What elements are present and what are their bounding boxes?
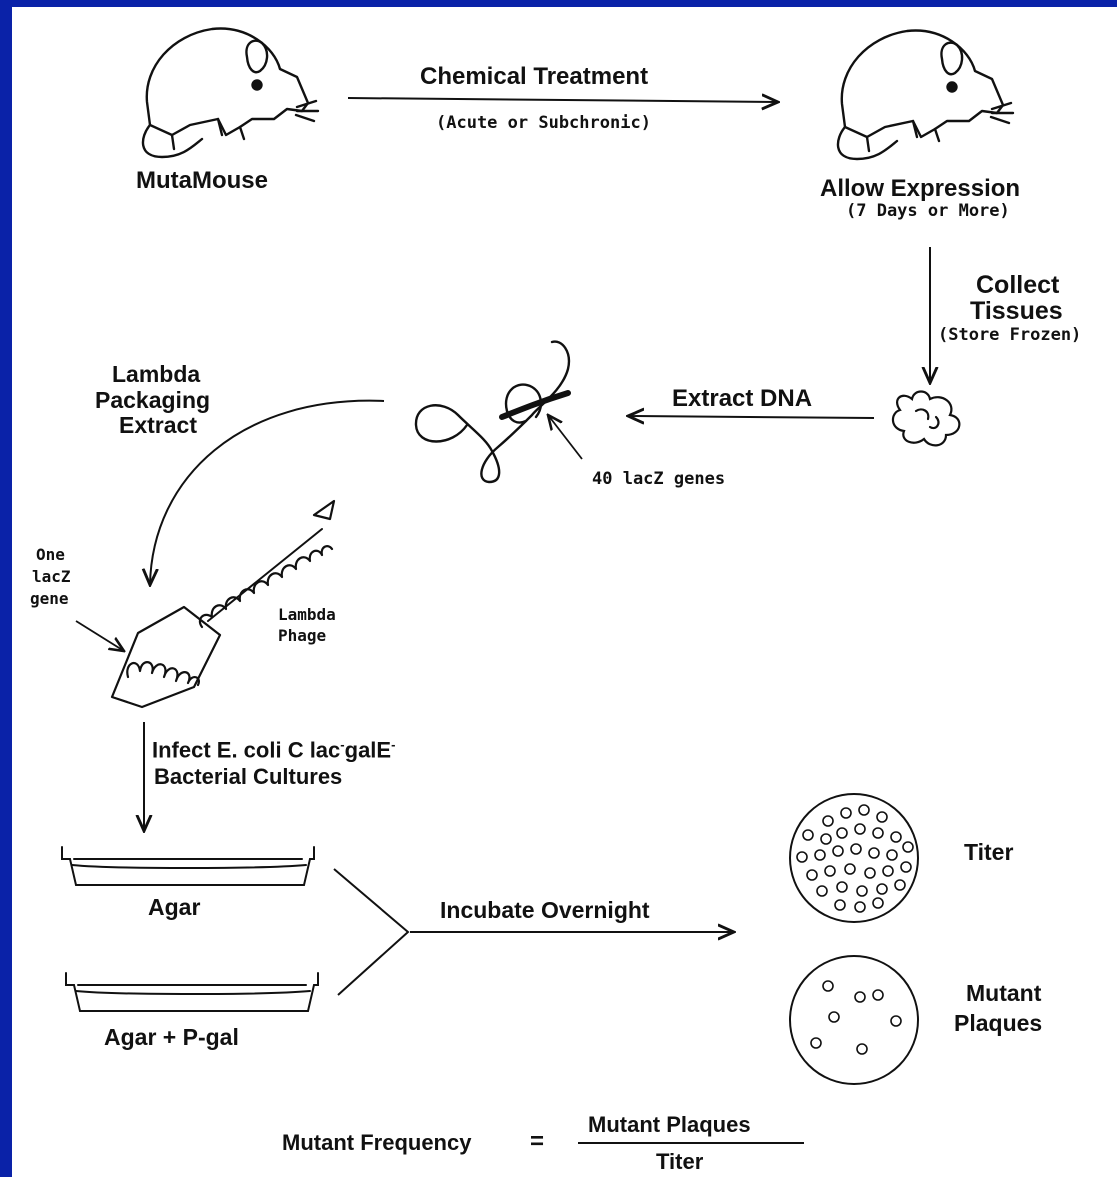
lacz-genes-label: 40 lacZ genes	[592, 469, 725, 489]
converge-lines	[334, 869, 408, 995]
mutant-plaques-plate-icon	[790, 956, 918, 1084]
mutant-label-2: Plaques	[954, 1010, 1042, 1037]
allow-expression-sub-label: (7 Days or More)	[846, 201, 1010, 221]
chemical-treatment-label: Chemical Treatment	[420, 63, 648, 91]
titer-label: Titer	[964, 839, 1013, 866]
extract-dna-label: Extract DNA	[672, 385, 812, 413]
infect-label-text-2: galE	[345, 737, 391, 762]
agar-pgal-label: Agar + P-gal	[104, 1024, 239, 1051]
formula-denominator: Titer	[656, 1149, 703, 1175]
bacterial-cultures-label: Bacterial Cultures	[154, 764, 342, 790]
agar-label: Agar	[148, 894, 200, 921]
one-lacz-label-3: gene	[30, 589, 69, 608]
dna-icon	[416, 342, 569, 482]
formula-equals: =	[530, 1128, 544, 1156]
one-lacz-pointer-arrow	[76, 621, 124, 651]
formula-lhs: Mutant Frequency	[282, 1130, 471, 1156]
chemical-treatment-sub-label: (Acute or Subchronic)	[436, 113, 651, 133]
lambda-packaging-label-2: Packaging	[95, 387, 210, 414]
lambda-packaging-label-3: Extract	[119, 412, 197, 439]
extract-dna-arrow	[628, 416, 874, 418]
mouse-icon-right	[838, 31, 1013, 159]
infect-label-text-1: Infect E. coli C lac	[152, 737, 340, 762]
formula-numerator: Mutant Plaques	[588, 1112, 751, 1138]
agar-plate-icon	[62, 847, 314, 885]
lambda-phage-label-1: Lambda	[278, 605, 336, 624]
lambda-phage-icon	[112, 501, 334, 707]
incubate-label: Incubate Overnight	[440, 897, 650, 924]
tissue-icon	[893, 392, 959, 446]
mouse-icon-left	[143, 29, 318, 157]
lambda-phage-label-2: Phage	[278, 626, 326, 645]
allow-expression-label: Allow Expression	[820, 175, 1020, 203]
chemical-treatment-arrow	[348, 98, 778, 102]
infect-sup-2: -	[391, 737, 395, 752]
mutant-label-1: Mutant	[966, 980, 1041, 1007]
titer-plate-icon	[790, 794, 918, 922]
lacz-pointer-arrow	[548, 415, 582, 459]
collect-tissues-label-1: Collect	[976, 271, 1059, 300]
collect-tissues-label-2: Tissues	[970, 297, 1063, 326]
one-lacz-label-1: One	[36, 545, 65, 564]
mutamouse-label: MutaMouse	[136, 167, 268, 195]
collect-tissues-sub-label: (Store Frozen)	[938, 325, 1081, 345]
infect-label: Infect E. coli C lac-galE-	[152, 737, 395, 763]
lambda-packaging-label-1: Lambda	[112, 361, 200, 388]
diagram-canvas: MutaMouse Chemical Treatment (Acute or S…	[12, 7, 1117, 1177]
agar-pgal-plate-icon	[66, 973, 318, 1011]
one-lacz-label-2: lacZ	[32, 567, 71, 586]
